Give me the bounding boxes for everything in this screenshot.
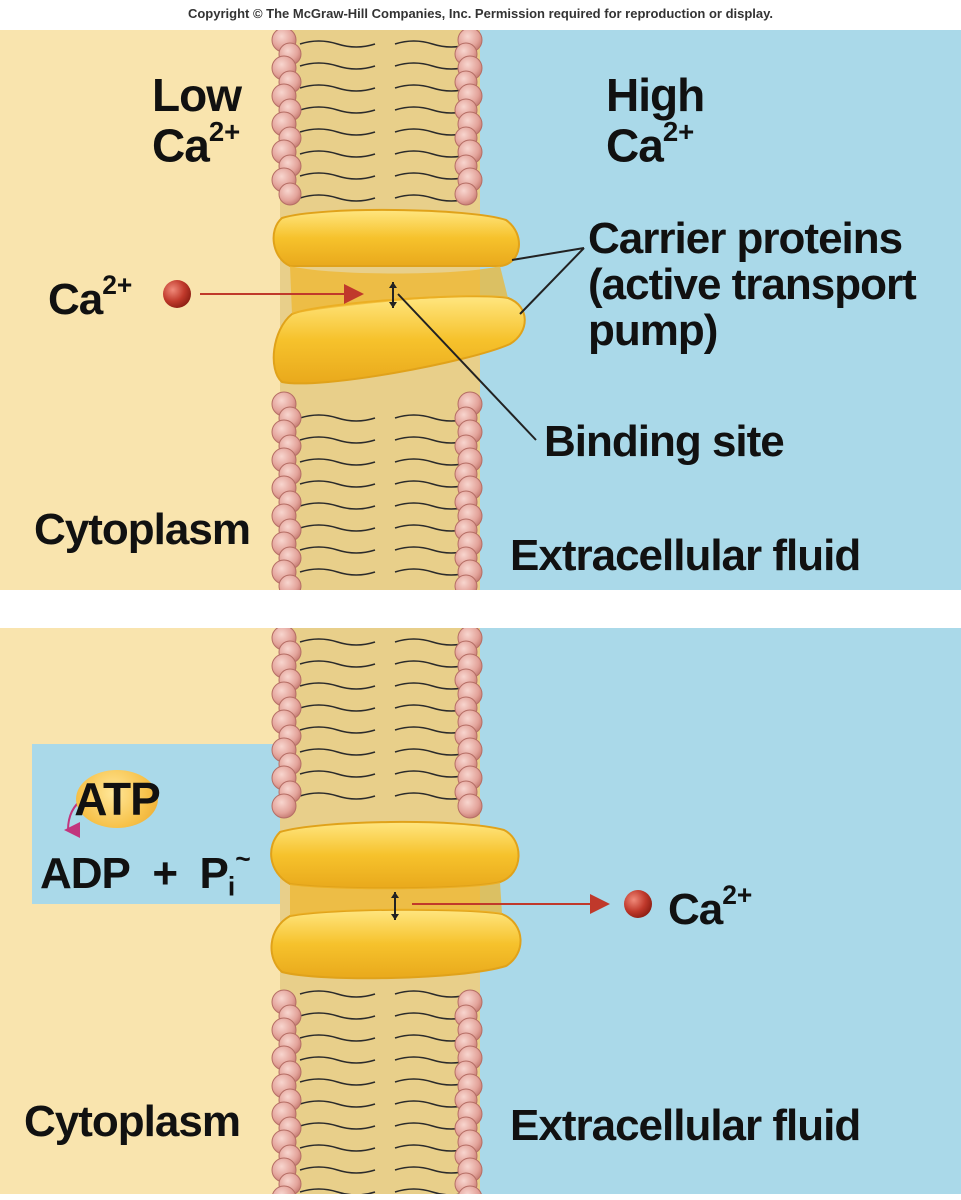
extracellular-fluid-label: Extracellular fluid <box>510 531 861 580</box>
lipid-tail <box>394 1188 471 1194</box>
carrier-protein <box>272 208 526 385</box>
phospholipid-head <box>457 793 483 819</box>
phospholipid-head <box>278 182 302 206</box>
atp-molecule: ATP <box>74 770 161 828</box>
lipid-tail <box>299 770 376 778</box>
calcium-ion-label: Ca2+ <box>668 880 753 934</box>
lipid-tail <box>299 84 376 92</box>
low-concentration-label: Low Ca2+ <box>152 69 242 172</box>
phospholipid-head <box>454 182 478 206</box>
binding-site-marker <box>391 892 399 920</box>
carrier-protein <box>270 820 522 980</box>
lipid-tail <box>299 172 376 180</box>
phospholipid-head <box>278 574 302 590</box>
carrier-leader-top <box>511 247 585 261</box>
lipid-tail <box>299 1034 376 1042</box>
lipid-tail <box>299 150 376 158</box>
lipid-tail <box>299 546 376 554</box>
high-concentration-label: High Ca2+ <box>606 69 705 172</box>
lipid-tail <box>299 1078 376 1086</box>
lipid-tail <box>299 458 376 466</box>
carrier-proteins-label: Carrier proteins (active transport pump) <box>588 214 917 356</box>
lipid-tail <box>299 502 376 510</box>
phospholipid-head <box>272 1185 296 1194</box>
lipid-tail <box>299 1144 376 1152</box>
lipid-tail <box>299 1012 376 1020</box>
lipid-tail <box>299 1122 376 1130</box>
panel1-membrane-illustration <box>0 30 961 590</box>
binding-site-label: Binding site <box>544 417 785 466</box>
lipid-tail <box>299 638 376 646</box>
lipid-tail <box>299 792 376 800</box>
phospholipid-head <box>454 574 478 590</box>
copyright-notice: Copyright © The McGraw-Hill Companies, I… <box>187 6 774 21</box>
binding-site-marker <box>389 282 397 308</box>
binding-site-leader <box>397 293 537 441</box>
extracellular-fluid-label: Extracellular fluid <box>510 1101 861 1150</box>
cytoplasm-label: Cytoplasm <box>24 1097 241 1146</box>
calcium-ion-label: Ca2+ <box>48 270 133 324</box>
lipid-tail <box>299 704 376 712</box>
lipid-tail <box>299 524 376 532</box>
lipid-tail <box>299 726 376 734</box>
lipid-tail <box>299 480 376 488</box>
lipid-tail <box>299 748 376 756</box>
lipid-tail <box>299 128 376 136</box>
lipid-tail <box>299 40 376 48</box>
lipid-tail <box>299 682 376 690</box>
panel-release: ATP ADP + Pi~ Ca2+ Cytoplasm Extracellul… <box>0 628 961 1194</box>
panel-binding: Low Ca2+ High Ca2+ Ca2+ Carrier proteins… <box>0 30 961 590</box>
phospholipid-head <box>458 1185 482 1194</box>
lipid-tail <box>299 568 376 576</box>
lipid-tail <box>299 1056 376 1064</box>
lipid-tail <box>299 1166 376 1174</box>
phospholipid-head <box>271 793 297 819</box>
lipid-tail <box>299 436 376 444</box>
lipid-tail <box>299 62 376 70</box>
adp-pi-equation: ADP + Pi~ <box>40 844 251 902</box>
lipid-tail <box>299 1100 376 1108</box>
lipid-tail <box>299 990 376 998</box>
carrier-leader-bottom <box>519 247 585 315</box>
lipid-tail <box>299 660 376 668</box>
lipid-tail <box>299 194 376 202</box>
cytoplasm-label: Cytoplasm <box>34 505 251 554</box>
lipid-tail <box>299 414 376 422</box>
calcium-ion-dot <box>163 280 191 308</box>
lipid-tail <box>299 106 376 114</box>
calcium-ion-dot <box>624 890 652 918</box>
lipid-tail <box>299 1188 376 1194</box>
panel2-membrane-illustration <box>0 628 961 1194</box>
